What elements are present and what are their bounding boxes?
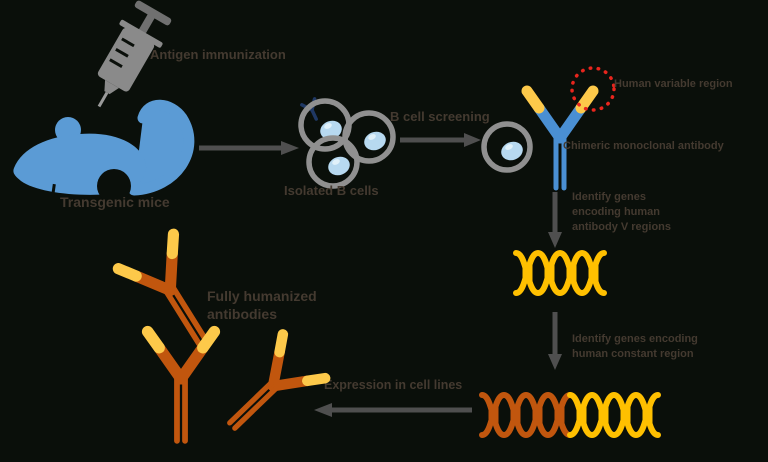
arrow-left-icon <box>314 403 472 417</box>
antibody-orange-icon <box>105 240 325 455</box>
arrow-down-icon <box>548 312 562 370</box>
single-cell-icon <box>481 121 533 173</box>
arrow-right-icon <box>199 141 299 155</box>
mouse-label: Transgenic mice <box>60 194 170 210</box>
dna-chimeric-icon <box>479 391 661 439</box>
antibody-label: Chimeric monoclonal antibody <box>563 140 724 152</box>
final-antibodies-label: Fully humanized antibodies <box>207 288 317 322</box>
identify-v-label: Identify genes encoding human antibody V… <box>572 191 672 233</box>
b-cells-icon <box>298 97 396 189</box>
antibody-icon <box>521 66 616 191</box>
variable-region-label: Human variable region <box>614 78 733 90</box>
red-dashed-circle-icon <box>570 66 616 112</box>
immunization-label: Antigen immunization <box>150 47 286 62</box>
syringe-icon <box>97 0 172 108</box>
screening-label: B cell screening <box>390 109 490 124</box>
arrow-right-icon <box>400 133 481 147</box>
dna-yellow-icon <box>513 249 607 297</box>
arrow-down-icon <box>548 192 562 248</box>
expression-label: Expression in cell lines <box>324 378 463 392</box>
identify-c-label: Identify genes encoding human constant r… <box>572 333 698 360</box>
isolated-cells-label: Isolated B cells <box>284 183 379 198</box>
mouse-icon <box>13 99 195 203</box>
